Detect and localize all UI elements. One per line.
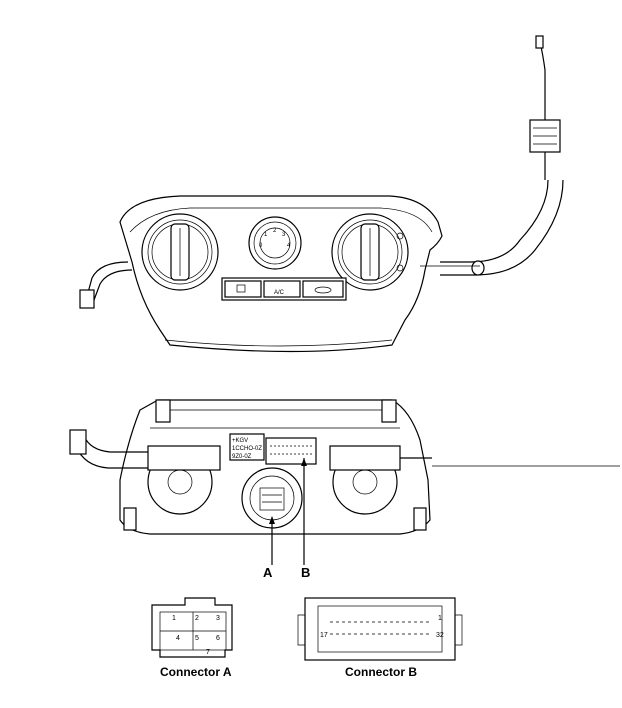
ac-button[interactable] — [263, 280, 301, 298]
control-cable — [539, 41, 546, 120]
heater-control-panel-front: 0 1 2 3 4 A/C — [79, 35, 564, 353]
connector-a-pin-6: 6 — [216, 635, 220, 642]
defrost-icon — [396, 232, 404, 240]
heater-control-panel-rear: +KGV 1CCHO-0Z 9Z0-0Z A B — [69, 399, 620, 580]
dial-tick-2: 2 — [273, 228, 277, 234]
mode-knob[interactable] — [331, 213, 409, 291]
recirculation-icon — [314, 286, 332, 294]
button-strip: A/C — [221, 277, 347, 301]
connector-a-face: 1 2 3 4 5 6 7 Connector A — [151, 597, 233, 679]
dial-tick-1: 1 — [264, 232, 268, 238]
rear-defrost-button[interactable] — [224, 280, 262, 298]
connector-b-pin-17: 17 — [320, 632, 328, 639]
floor-icon — [396, 264, 404, 272]
connector-b-face: 1 17 32 Connector B — [297, 597, 463, 679]
rear-label-line-2: 1CCHO-0Z — [232, 446, 262, 452]
connector-b-pin-1: 1 — [438, 615, 442, 622]
callout-b: B — [301, 565, 310, 580]
cable-sleeve — [440, 179, 549, 263]
rear-label-line-3: 9Z0-0Z — [232, 454, 252, 460]
ac-button-label: A/C — [274, 290, 285, 296]
connector-a-pin-5: 5 — [195, 635, 199, 642]
connector-a-pin-1: 1 — [172, 615, 176, 622]
dial-tick-4: 4 — [287, 243, 291, 249]
connector-b-caption: Connector B — [345, 665, 417, 679]
connector-a-pin-4: 4 — [176, 635, 180, 642]
temperature-dial[interactable]: 0 1 2 3 4 — [248, 216, 302, 270]
rear-label-line-1: +KGV — [232, 438, 248, 444]
dial-tick-0: 0 — [259, 243, 263, 249]
rear-defrost-icon — [236, 284, 246, 293]
connector-a-pin-7: 7 — [206, 649, 210, 656]
connector-a-pin-3: 3 — [216, 615, 220, 622]
connector-b-location — [265, 437, 317, 465]
callout-a: A — [263, 565, 273, 580]
left-harness — [85, 261, 129, 301]
connector-a-caption: Connector A — [160, 665, 232, 679]
connector-b-pin-32: 32 — [436, 632, 444, 639]
recirculation-button[interactable] — [302, 280, 344, 298]
fan-speed-knob[interactable] — [141, 213, 219, 291]
dial-tick-3: 3 — [282, 232, 286, 238]
connector-a-pin-2: 2 — [195, 615, 199, 622]
